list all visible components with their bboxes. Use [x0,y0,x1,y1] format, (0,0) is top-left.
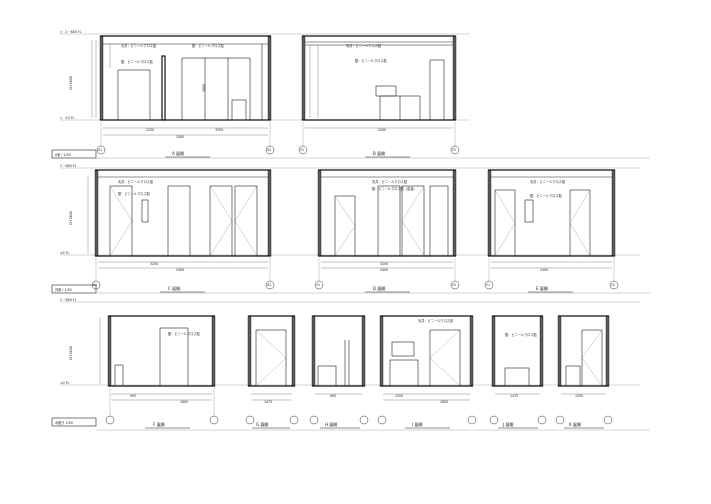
row-1-label: A室 / 1/50 [55,152,71,157]
elevation-c-dim-1: 3200 [150,262,158,266]
elevation-c-dim-2: 2400 [176,268,184,272]
level-top-label: 2 −800 FL [65,30,82,34]
grid-x2-a: X2 [267,148,271,152]
elevation-j-wall-note: 壁：ビニールクロス貼 [505,332,538,337]
level-floor-label-2: ±0 FL [60,251,70,255]
elevation-c-wall-note: 壁：ビニールクロス貼 [118,191,151,196]
elevation-e-wall-note: 壁：ビニールクロス貼 [530,193,563,198]
ceiling-height-label-3: CH 2600 [69,346,73,360]
elevation-f-title: F 展開 [153,421,165,427]
elevation-g-title: G 展開 [256,421,268,427]
elevation-i-dim-2: 1800 [440,400,448,404]
elevation-a-dim-h: 2600 [202,84,206,92]
row-3-label: 水廻り 1/50 [55,420,73,425]
elevation-a-ceiling-note: 天井：ビニールクロス貼 [121,43,157,48]
row-2: 2 −800 FL ±0 FL CH 2600 天井：ビニールクロス貼 [51,164,650,294]
elevation-d-wall-note: 壁：ビニールクロス貼（塗装） [372,186,417,191]
elevation-j-title: J 展開 [502,421,513,427]
elevation-a-wall-note-2: 壁：ビニールクロス貼 [121,59,154,64]
ceiling-height-label-2: CH 2600 [69,211,73,225]
grid-y2-b: Y2 [452,148,456,152]
level-top-mark: ▽ [60,30,63,34]
elevation-f-dim-1: 900 [130,394,136,398]
elevation-b-wall-note: 壁：ビニールクロス貼 [355,58,388,63]
grid-x1-a: X1 [98,148,102,152]
elevation-a-title: A 展開 [172,150,184,156]
elevation-d: 天井：ビニールクロス貼 壁：ビニールクロス貼（塗装） 3200 2400 Y1 … [314,169,460,293]
elevation-i-dim-1: 1200 [395,394,403,398]
elevation-g-dim-1: 1475 [264,400,272,404]
elevation-h-dim-1: 900 [330,394,336,398]
elevation-e: 天井：ビニールクロス貼 壁：ビニールクロス貼 2400 Y1 Y2 E 展開 [484,169,619,293]
row-2-label: 共用 / 1/50 [55,287,72,292]
elevation-a: 天井：ビニールクロス貼 壁：ビニールクロス貼 壁：ビニールクロス貼 1200 3… [91,35,275,158]
elevation-a-dim-2: 3200 [215,128,223,132]
elevation-i: 天井：ビニールクロス貼 1200 1800 I 展開 [377,315,477,429]
elevation-i-ceiling-note: 天井：ビニールクロス貼 [418,318,454,323]
elevation-a-dim-3: 2400 [176,135,184,139]
elevation-h: 900 H 展開 [309,315,369,429]
elevation-i-title: I 展開 [412,421,422,427]
grid-y1-d: Y1 [316,283,320,287]
row-3: 2 −800 FL ±0 FL CH 2600 壁：ビニールクロス貼 900 1… [51,298,650,431]
elevation-f: 壁：ビニールクロス貼 900 1800 F 展開 [99,315,219,429]
elevation-b: 天井：ビニールクロス貼 壁：ビニールクロス貼 2400 Y1 Y2 B 展開 [298,35,460,158]
elevation-c-title: C 展開 [168,285,180,291]
elevation-g: 1475 G 展開 [245,315,299,429]
elevation-a-dim-1: 1200 [146,128,154,132]
elevation-b-dim-1: 2400 [378,128,386,132]
elevation-k-dim-1: 1200 [575,394,583,398]
elevation-a-wall-note: 壁：ビニールクロス貼 [192,43,225,48]
grid-y2-d: Y2 [452,283,456,287]
grid-y1-b: Y1 [300,148,304,152]
elevation-h-title: H 展開 [325,421,337,427]
elevation-k: 1200 K 展開 [555,315,613,429]
elevation-b-ceiling-note: 天井：ビニールクロス貼 [346,43,382,48]
elevation-d-ceiling-note: 天井：ビニールクロス貼 [372,179,408,184]
elevation-e-ceiling-note: 天井：ビニールクロス貼 [530,179,566,184]
elevation-k-title: K 展開 [569,421,581,427]
level-floor-mark: ▽ [60,116,63,120]
ceiling-height-label: CH 2600 [69,76,73,90]
elevation-e-dim-1: 2400 [540,268,548,272]
row-1: ▽ 2 −800 FL ▽ ±0 FL CH 2600 [51,30,650,159]
elevation-d-dim-2: 2400 [380,268,388,272]
grid-x2-c: X2 [267,283,271,287]
elevation-d-title: D 展開 [373,285,385,291]
level-floor-label-3: ±0 FL [60,381,70,385]
elevation-c-ceiling-note: 天井：ビニールクロス貼 [118,179,154,184]
elevation-d-dim-1: 3200 [380,262,388,266]
level-floor-label: ±0 FL [65,116,75,120]
elevation-j-dim-1: 1475 [510,394,518,398]
grid-y2-e: Y2 [611,283,615,287]
elevation-f-wall-note: 壁：ビニールクロス貼 [168,331,201,336]
elevation-j: 壁：ビニールクロス貼 1475 J 展開 [489,315,547,429]
elevation-f-dim-2: 1800 [180,400,188,404]
elevation-b-title: B 展開 [373,150,385,156]
elevation-c: 天井：ビニールクロス貼 壁：ビニールクロス貼 3200 2400 X1 X2 C… [87,169,275,293]
level-top-label-2: 2 −800 FL [60,164,77,168]
grid-y1-e: Y1 [486,283,490,287]
elevation-e-title: E 展開 [536,285,548,291]
level-top-label-3: 2 −800 FL [60,298,77,302]
